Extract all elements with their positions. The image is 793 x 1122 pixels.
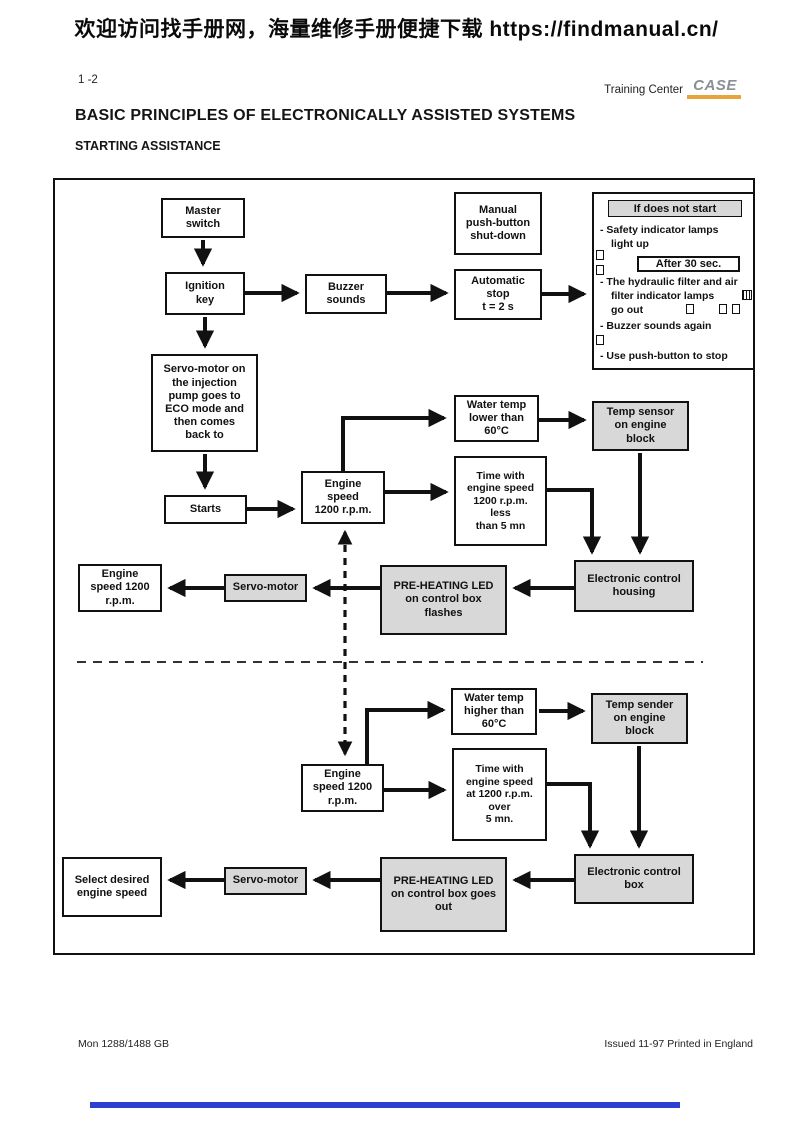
panel-line: - Safety indicator lamps	[600, 224, 719, 236]
node-starts: Starts	[164, 495, 247, 524]
case-logo: CASE	[687, 77, 743, 99]
if-does-not-start-panel: If does not start - Safety indicator lam…	[592, 192, 755, 370]
node-master-switch: Master switch	[161, 198, 245, 238]
node-ignition-key: Ignition key	[165, 272, 245, 315]
indicator-square-icon	[596, 335, 604, 345]
flowchart-frame: Master switch Ignition key Buzzer sounds…	[53, 178, 755, 955]
footer-doc-ref: Mon 1288/1488 GB	[78, 1038, 170, 1050]
node-manual-shutdown: Manual push-button shut-down	[454, 192, 542, 255]
promo-banner-text: 欢迎访问找手册网，海量维修手册便捷下载	[74, 18, 483, 41]
page-number: 1 -2	[78, 74, 98, 86]
node-time-less-5mn: Time with engine speed 1200 r.p.m. less …	[454, 456, 547, 546]
node-water-temp-high: Water temp higher than 60°C	[451, 688, 537, 735]
panel-line: - Use push-button to stop	[600, 350, 728, 362]
node-water-temp-low: Water temp lower than 60°C	[454, 395, 539, 442]
after-30-sec-box: After 30 sec.	[637, 256, 740, 272]
indicator-square-icon	[686, 304, 694, 314]
case-logo-text: CASE	[693, 77, 737, 94]
panel-line: go out	[611, 304, 644, 316]
panel-line: - Buzzer sounds again	[600, 320, 712, 332]
indicator-square-icon	[719, 304, 727, 314]
page-subtitle: STARTING ASSISTANCE	[75, 139, 221, 153]
node-servo-motor-lower: Servo-motor	[224, 867, 307, 895]
node-automatic-stop: Automatic stop t = 2 s	[454, 269, 542, 320]
node-servo-eco: Servo-motor on the injection pump goes t…	[151, 354, 258, 452]
flow-connectors	[77, 240, 703, 890]
indicator-square-icon	[596, 250, 604, 260]
indicator-square-icon	[596, 265, 604, 275]
node-engine-speed-left: Engine speed 1200 r.p.m.	[78, 564, 162, 612]
node-ecu-box: Electronic control box	[574, 854, 694, 904]
case-logo-underline	[687, 95, 741, 99]
panel-header: If does not start	[608, 200, 742, 217]
node-select-engine-speed: Select desired engine speed	[62, 857, 162, 917]
promo-banner-url: https://findmanual.cn/	[489, 18, 719, 41]
bottom-blue-bar	[90, 1102, 680, 1108]
training-center-label: Training Center	[604, 84, 683, 96]
panel-line: filter indicator lamps	[611, 290, 715, 302]
node-preheat-led-flashes: PRE-HEATING LED on control box flashes	[380, 565, 507, 635]
node-engine-speed-top: Engine speed 1200 r.p.m.	[301, 471, 385, 524]
footer-issue-info: Issued 11-97 Printed in England	[604, 1038, 753, 1050]
node-temp-sensor: Temp sensor on engine block	[592, 401, 689, 451]
panel-line: - The hydraulic filter and air	[600, 276, 738, 288]
node-temp-sender: Temp sender on engine block	[591, 693, 688, 744]
node-servo-motor-upper: Servo-motor	[224, 574, 307, 602]
node-engine-speed-lower: Engine speed 1200 r.p.m.	[301, 764, 384, 812]
node-buzzer-sounds: Buzzer sounds	[305, 274, 387, 314]
node-time-over-5mn: Time with engine speed at 1200 r.p.m. ov…	[452, 748, 547, 841]
node-preheat-led-goes-out: PRE-HEATING LED on control box goes out	[380, 857, 507, 932]
promo-banner: 欢迎访问找手册网，海量维修手册便捷下载 https://findmanual.c…	[0, 13, 793, 43]
node-ecu-housing: Electronic control housing	[574, 560, 694, 612]
page-title: BASIC PRINCIPLES OF ELECTRONICALLY ASSIS…	[75, 107, 576, 124]
indicator-striped-icon	[742, 290, 752, 300]
panel-line: light up	[611, 238, 649, 250]
indicator-square-icon	[732, 304, 740, 314]
